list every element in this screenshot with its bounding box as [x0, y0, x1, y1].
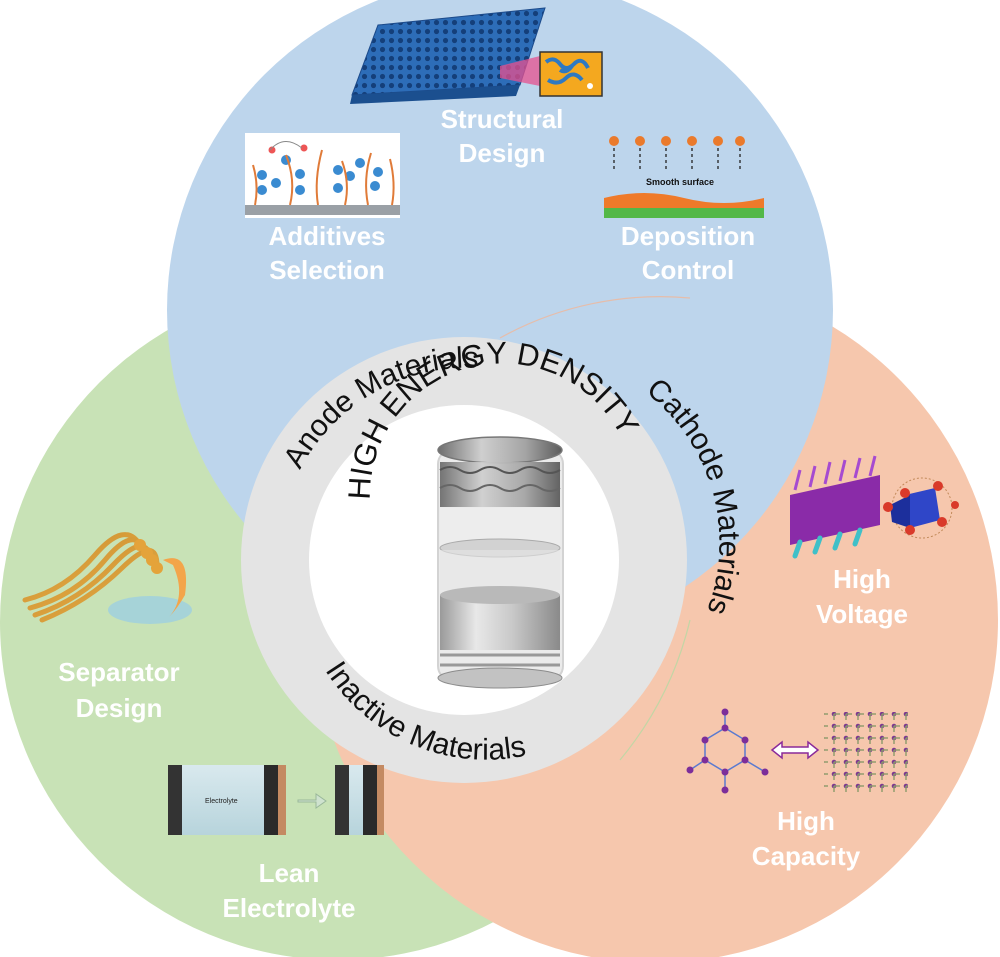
high-capacity-line1: High	[777, 806, 835, 836]
deposition-control-line1: Deposition	[621, 221, 755, 251]
smooth-surface-label: Smooth surface	[646, 177, 714, 187]
structural-design-line2: Design	[459, 138, 546, 168]
separator-design-line1: Separator	[58, 657, 179, 687]
electrolyte-box-label: Electrolyte	[205, 798, 238, 805]
high-capacity-line2: Capacity	[752, 841, 861, 871]
additives-selection-line1: Additives	[268, 221, 385, 251]
porous-structure-illustration	[350, 7, 603, 104]
additives-selection-line2: Selection	[269, 255, 385, 285]
high-voltage-line2: Voltage	[816, 599, 908, 629]
structural-design-line1: Structural	[441, 104, 564, 134]
high-voltage-illustration	[790, 455, 959, 559]
additives-illustration	[245, 133, 400, 218]
separator-illustration	[22, 532, 192, 624]
battery-cell-illustration	[437, 436, 564, 689]
high-capacity-illustration	[686, 708, 908, 794]
lean-electrolyte-line2: Electrolyte	[223, 893, 356, 923]
high-voltage-line1: High	[833, 564, 891, 594]
lean-electrolyte-line1: Lean	[259, 858, 320, 888]
deposition-illustration: Smooth surface	[604, 136, 764, 218]
separator-design-line2: Design	[76, 693, 163, 723]
deposition-control-line2: Control	[642, 255, 734, 285]
lean-electrolyte-illustration: Electrolyte	[168, 765, 384, 835]
